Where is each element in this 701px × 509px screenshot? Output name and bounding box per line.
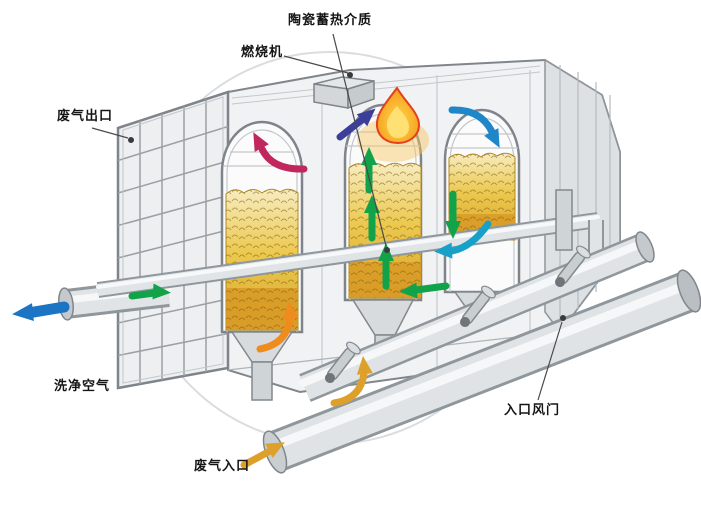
arrow-crimson-upleft-icon bbox=[253, 132, 308, 173]
arrow-green-left-icon bbox=[399, 282, 450, 299]
arrow-purple-upright-icon bbox=[336, 108, 376, 141]
waste-gas-inlet-pipe bbox=[262, 269, 701, 474]
label-exhaust-outlet: 废气出口 bbox=[57, 108, 114, 123]
arrow-green-right-icon bbox=[128, 283, 171, 300]
chamber-left bbox=[220, 120, 304, 334]
damper-actuator-middle bbox=[460, 285, 496, 327]
damper-actuator-left bbox=[325, 341, 361, 383]
arrow-green-down-icon bbox=[445, 190, 461, 239]
label-waste-gas-inlet: 废气入口 bbox=[194, 458, 251, 473]
label-burner: 燃烧机 bbox=[241, 44, 284, 59]
arrow-blue-downright-icon bbox=[448, 106, 500, 148]
burner-box bbox=[313, 76, 375, 110]
arrow-cyan-downleft-icon bbox=[434, 220, 492, 259]
arrow-gold-up-icon bbox=[330, 356, 373, 407]
arrow-waste-gas-inlet-icon bbox=[240, 442, 285, 469]
label-ceramic-media: 陶瓷蓄热介质 bbox=[288, 12, 373, 27]
arrow-orange-up-icon bbox=[256, 301, 299, 353]
leader-lines bbox=[91, 33, 566, 401]
lattice-panel bbox=[116, 90, 230, 390]
arrow-clean-air-icon bbox=[12, 301, 70, 322]
label-clean-air: 洗净空气 bbox=[54, 378, 111, 393]
flame-icon bbox=[375, 86, 421, 145]
flow-arrows bbox=[12, 106, 500, 469]
damper-actuator-right bbox=[555, 245, 591, 287]
label-inlet-damper: 入口风门 bbox=[504, 402, 561, 417]
exhaust-manifold-pipe bbox=[96, 212, 604, 298]
